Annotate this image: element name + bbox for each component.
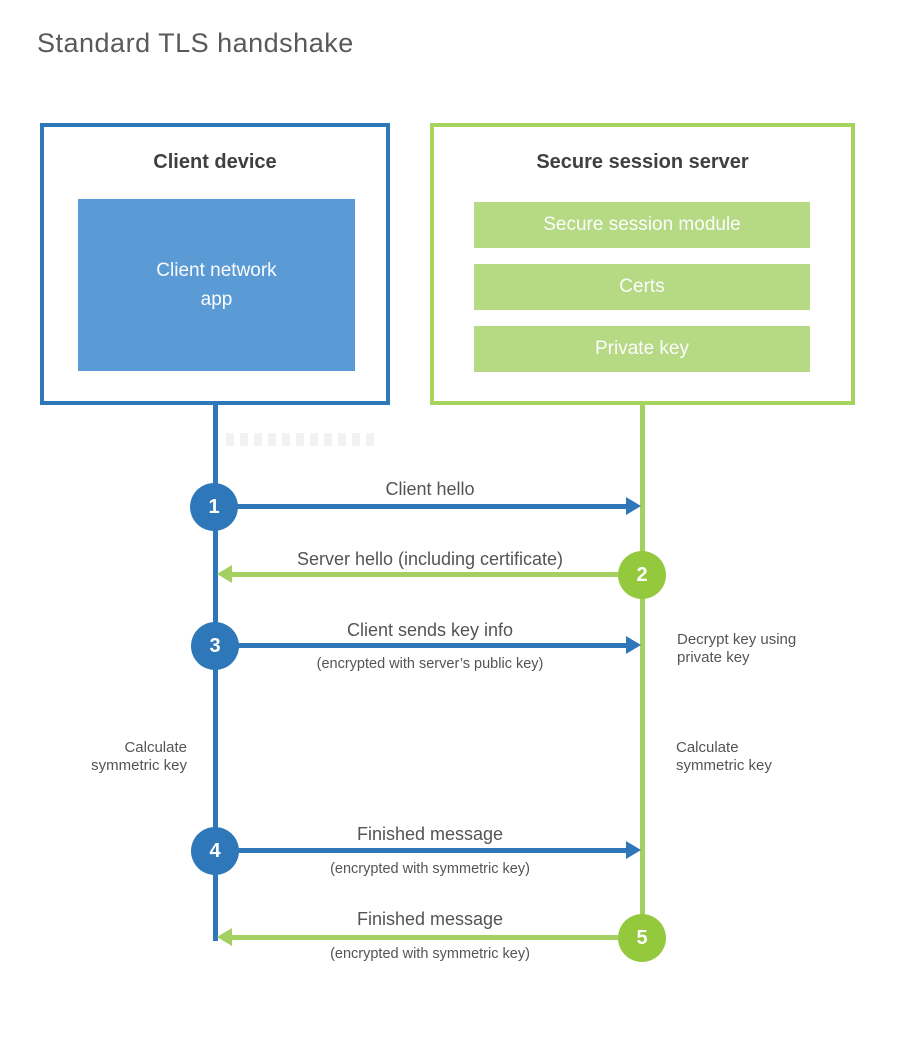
diagram-title: Standard TLS handshake xyxy=(37,28,354,58)
step-3-arrow-line xyxy=(236,643,628,648)
step-5-arrowhead-icon xyxy=(217,928,232,946)
step-5-arrow-line xyxy=(232,935,618,940)
step-5-marker: 5 xyxy=(618,914,666,962)
server-module-certs: Certs xyxy=(474,264,810,310)
calculate-symmetric-key-note-server: Calculate symmetric key xyxy=(676,739,772,774)
calculate-symmetric-key-note-client: Calculate symmetric key xyxy=(91,739,187,774)
step-4-arrow-line xyxy=(236,848,628,853)
step-1-marker: 1 xyxy=(190,483,238,531)
step-3-label: Client sends key info xyxy=(346,620,514,640)
faint-dash-artifact xyxy=(226,433,376,446)
step-2-marker: 2 xyxy=(618,551,666,599)
client-network-app-box: Client network app xyxy=(78,199,355,371)
step-4-marker: 4 xyxy=(191,827,239,875)
secure-session-server-box: Secure session server Secure session mod… xyxy=(430,123,855,405)
step-2-arrow-line xyxy=(232,572,618,577)
server-lifeline xyxy=(640,405,645,941)
server-module-secure-session: Secure session module xyxy=(474,202,810,248)
step-2-label: Server hello (including certificate) xyxy=(296,549,564,569)
step-3-sublabel: (encrypted with server’s public key) xyxy=(316,656,544,672)
step-1-arrowhead-icon xyxy=(626,497,641,515)
step-3-arrowhead-icon xyxy=(626,636,641,654)
step-4-sublabel: (encrypted with symmetric key) xyxy=(330,861,530,877)
step-1-arrow-line xyxy=(236,504,628,509)
step-4-arrowhead-icon xyxy=(626,841,641,859)
step-5-sublabel: (encrypted with symmetric key) xyxy=(330,946,530,962)
step-3-marker: 3 xyxy=(191,622,239,670)
client-device-title: Client device xyxy=(153,151,277,173)
client-lifeline xyxy=(213,405,218,941)
client-device-box: Client device Client network app xyxy=(40,123,390,405)
server-title: Secure session server xyxy=(536,151,749,173)
server-module-private-key: Private key xyxy=(474,326,810,372)
decrypt-key-note: Decrypt key using private key xyxy=(677,631,797,666)
step-2-arrowhead-icon xyxy=(217,565,232,583)
step-5-label: Finished message xyxy=(356,909,504,929)
step-1-label: Client hello xyxy=(385,479,475,499)
step-4-label: Finished message xyxy=(356,824,504,844)
